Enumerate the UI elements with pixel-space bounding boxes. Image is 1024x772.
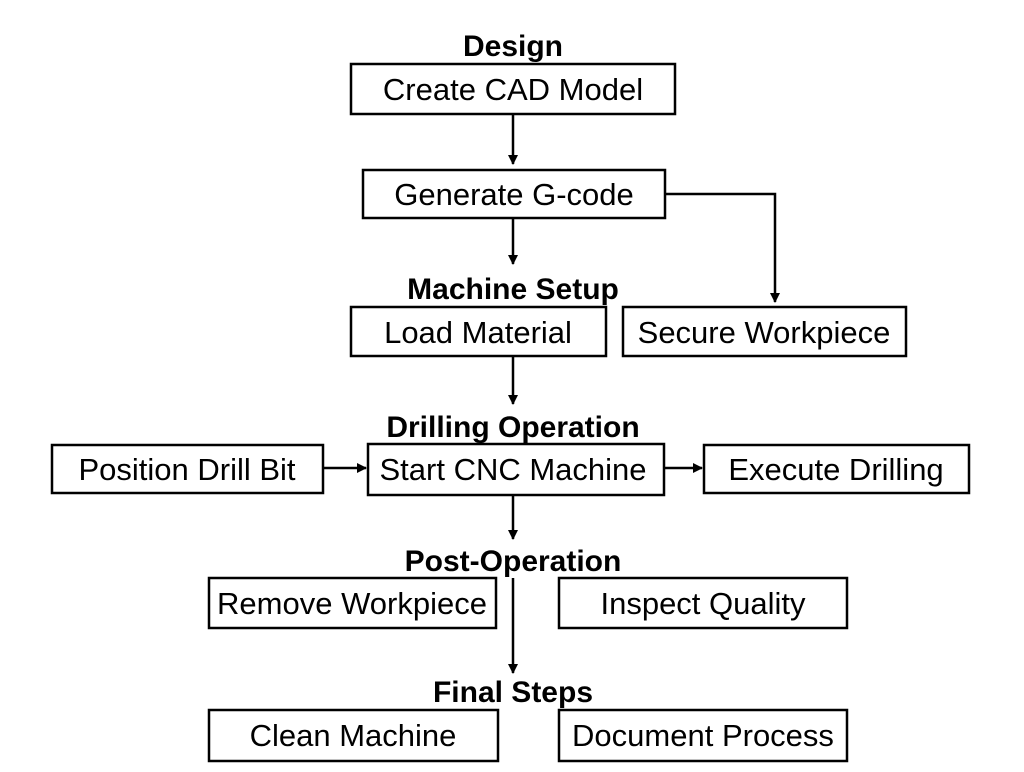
box-label-position-drill-bit: Position Drill Bit <box>78 452 295 487</box>
box-label-create-cad-model: Create CAD Model <box>383 72 643 107</box>
section-title-post-operation: Post-Operation <box>405 545 622 578</box>
box-clean-machine: Clean Machine <box>207 708 500 763</box>
box-inspect-quality: Inspect Quality <box>557 576 849 630</box>
box-label-inspect-quality: Inspect Quality <box>600 586 806 621</box>
box-generate-g-code: Generate G-code <box>361 168 667 220</box>
box-label-document-process: Document Process <box>572 718 834 753</box>
section-title-drilling-operation: Drilling Operation <box>386 411 639 444</box>
box-remove-workpiece: Remove Workpiece <box>207 576 498 630</box>
box-execute-drilling: Execute Drilling <box>702 443 971 495</box>
box-label-clean-machine: Clean Machine <box>250 718 457 753</box>
box-load-material: Load Material <box>349 305 608 358</box>
section-title-final-steps: Final Steps <box>433 676 593 709</box>
box-document-process: Document Process <box>557 708 849 763</box>
arrow-gcode-to-secure-workpiece <box>665 192 780 303</box>
box-label-start-cnc-machine: Start CNC Machine <box>379 452 646 487</box>
box-position-drill-bit: Position Drill Bit <box>50 443 325 495</box>
box-label-generate-g-code: Generate G-code <box>394 177 634 212</box>
box-secure-workpiece: Secure Workpiece <box>621 305 908 358</box>
section-title-design: Design <box>463 30 563 63</box>
box-label-remove-workpiece: Remove Workpiece <box>217 586 487 621</box>
box-label-load-material: Load Material <box>384 315 572 350</box>
box-create-cad-model: Create CAD Model <box>349 62 677 116</box>
section-title-machine-setup: Machine Setup <box>407 273 619 306</box>
box-label-execute-drilling: Execute Drilling <box>728 452 943 487</box>
box-label-secure-workpiece: Secure Workpiece <box>638 315 891 350</box>
box-start-cnc-machine: Start CNC Machine <box>366 442 666 497</box>
